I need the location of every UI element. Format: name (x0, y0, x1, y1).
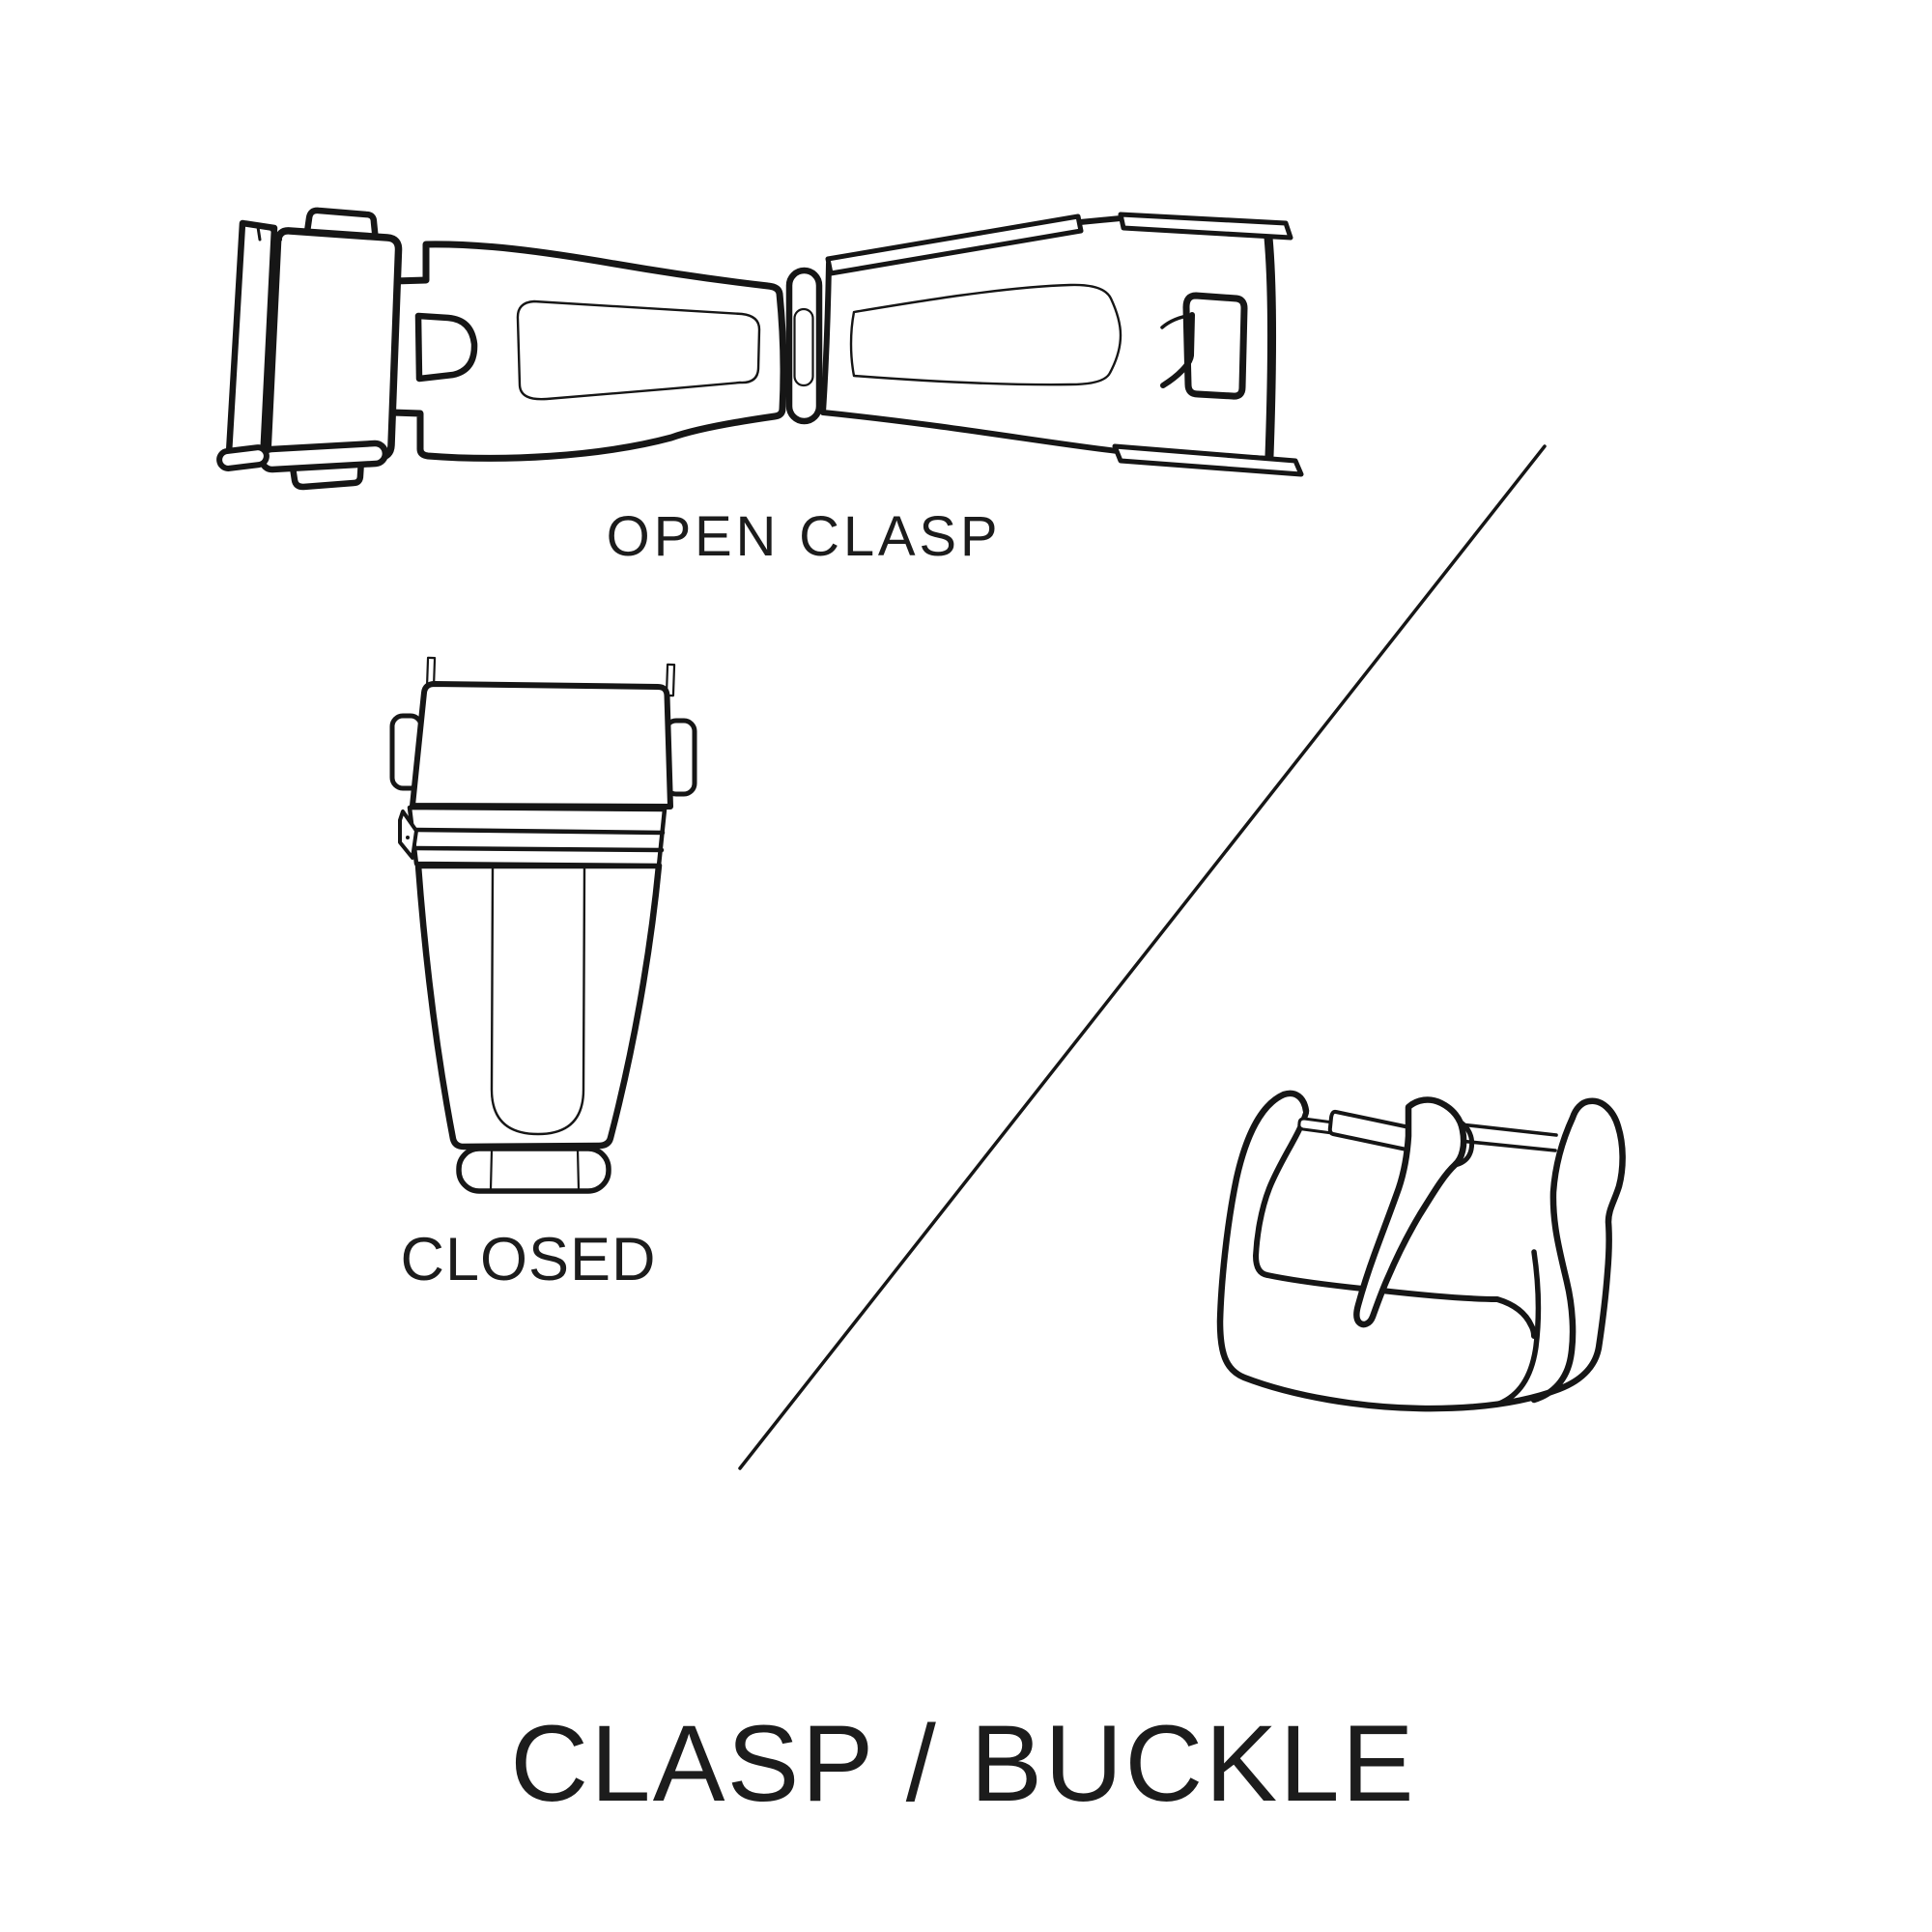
svg-text:CLASP / BUCKLE: CLASP / BUCKLE (510, 1703, 1416, 1824)
svg-text:OPEN CLASP: OPEN CLASP (607, 505, 1002, 568)
svg-text:CLOSED: CLOSED (400, 1226, 656, 1293)
